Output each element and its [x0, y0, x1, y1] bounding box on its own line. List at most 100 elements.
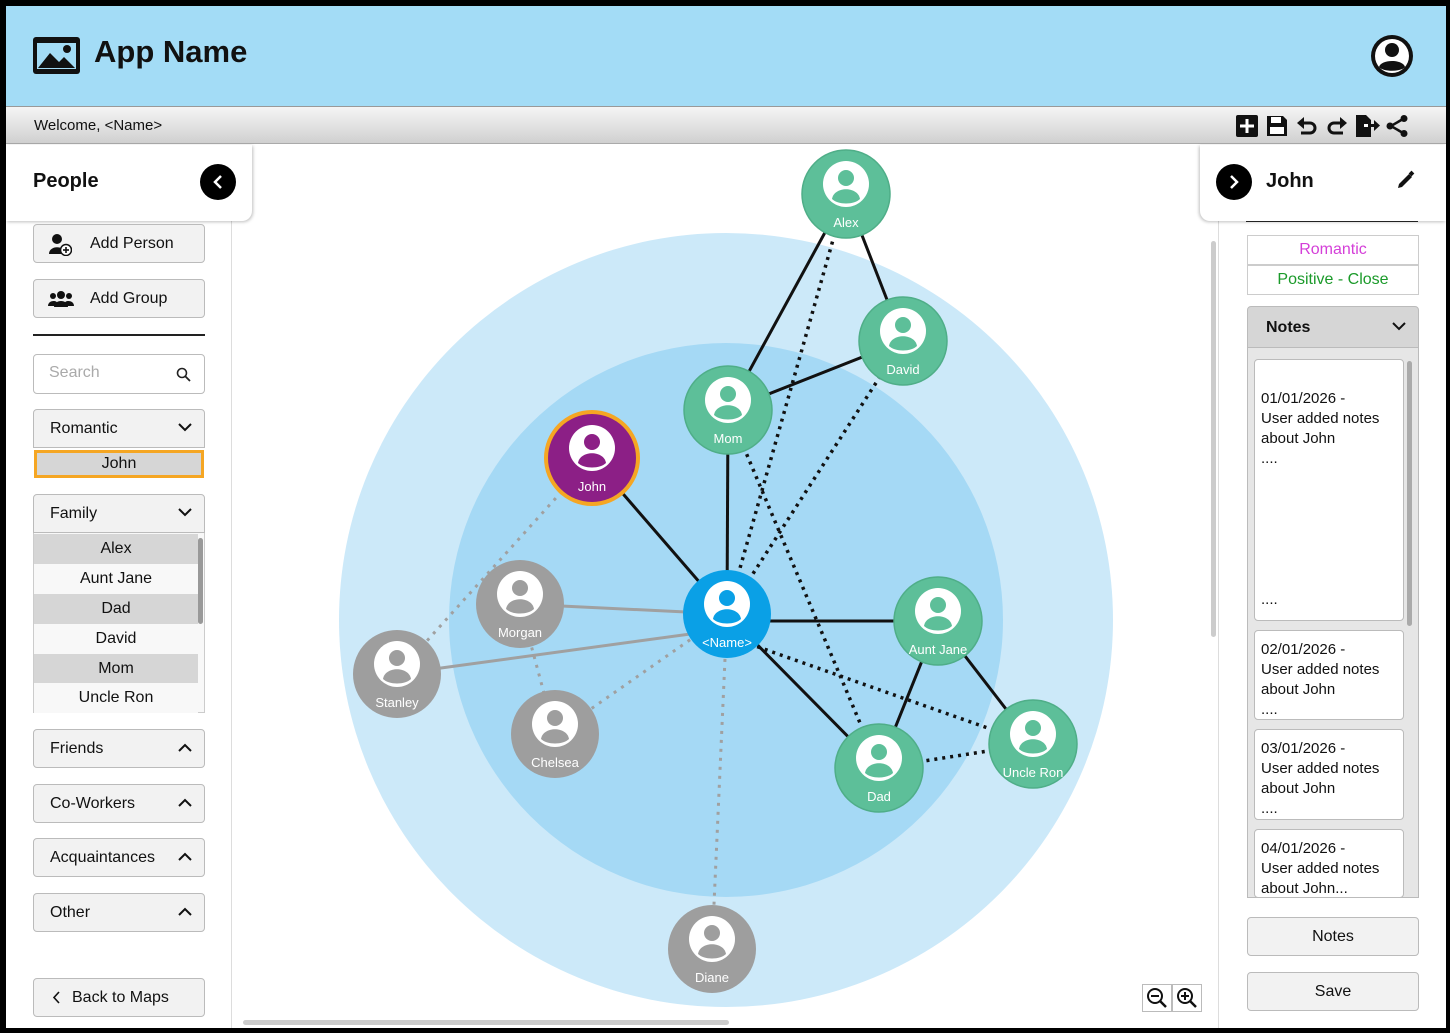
node-label: Chelsea — [531, 755, 579, 770]
share-icon[interactable] — [1384, 113, 1410, 139]
chevron-up-icon — [178, 798, 192, 807]
chevron-up-icon — [178, 743, 192, 752]
node-label: Uncle Ron — [1003, 765, 1064, 780]
welcome-text: Welcome, <Name> — [34, 117, 163, 134]
edge-center-alex[interactable] — [725, 193, 848, 615]
node-label: Stanley — [375, 695, 419, 710]
back-to-maps-button[interactable]: Back to Maps — [33, 978, 205, 1017]
user-profile-icon[interactable] — [1370, 34, 1414, 78]
node-alex[interactable]: Alex — [801, 149, 891, 239]
add-group-label: Add Group — [90, 289, 168, 307]
notes-button[interactable]: Notes — [1247, 917, 1419, 956]
zoom-out-icon — [1147, 988, 1167, 1008]
member-alex[interactable]: Alex — [34, 534, 198, 564]
save-button[interactable]: Save — [1247, 972, 1419, 1011]
chevron-left-icon — [52, 991, 60, 1004]
group-other[interactable]: Other — [33, 893, 205, 932]
node-chelsea[interactable]: Chelsea — [511, 690, 599, 778]
node-label: Diane — [695, 970, 729, 985]
note-item[interactable]: 02/01/2026 - User added notes about John… — [1254, 630, 1404, 720]
node-label: Aunt Jane — [909, 642, 968, 657]
node-label: <Name> — [702, 635, 752, 650]
node-uncle-ron[interactable]: Uncle Ron — [988, 699, 1078, 789]
person-avatar-icon — [374, 641, 420, 687]
add-icon[interactable] — [1234, 113, 1260, 139]
search-input[interactable] — [49, 364, 169, 382]
member-uncle-ron[interactable]: Uncle Ron — [34, 683, 198, 713]
redo-icon[interactable] — [1324, 113, 1350, 139]
relationship-type-tag[interactable]: Romantic — [1247, 235, 1419, 265]
group-family[interactable]: Family — [33, 494, 205, 533]
edge-center-david[interactable] — [725, 340, 905, 615]
node-stanley[interactable]: Stanley — [353, 630, 441, 718]
node-morgan[interactable]: Morgan — [476, 560, 564, 648]
collapse-right-button[interactable] — [1216, 164, 1252, 200]
add-group-button[interactable]: Add Group — [33, 279, 205, 318]
add-person-button[interactable]: Add Person — [33, 224, 205, 263]
node-center[interactable]: <Name> — [683, 570, 771, 658]
note-item[interactable]: 03/01/2026 - User added notes about John… — [1254, 729, 1404, 820]
notes-accordion-header[interactable]: Notes — [1247, 306, 1419, 348]
divider — [1246, 221, 1418, 222]
person-avatar-icon — [689, 916, 735, 962]
zoom-in-button[interactable] — [1172, 984, 1202, 1012]
member-john-selected[interactable]: John — [34, 450, 204, 478]
group-label: Romantic — [50, 420, 118, 437]
node-diane[interactable]: Diane — [668, 905, 756, 993]
undo-icon[interactable] — [1294, 113, 1320, 139]
node-david[interactable]: David — [858, 296, 948, 386]
note-item[interactable]: 04/01/2026 - User added notes about John… — [1254, 829, 1404, 898]
zoom-out-button[interactable] — [1142, 984, 1172, 1012]
add-person-label: Add Person — [90, 234, 174, 252]
edge-center-uncle-ron[interactable] — [726, 634, 1034, 746]
chevron-right-icon — [1230, 175, 1239, 189]
welcome-bar: Welcome, <Name> — [6, 106, 1446, 144]
member-david[interactable]: David — [34, 624, 198, 654]
node-john[interactable]: John — [544, 410, 640, 506]
canvas-vertical-scrollbar[interactable] — [1211, 241, 1216, 637]
toolbar — [1234, 113, 1410, 139]
node-mom[interactable]: Mom — [683, 365, 773, 455]
person-avatar-icon — [880, 308, 926, 354]
people-title: People — [33, 170, 99, 192]
node-label: John — [578, 479, 606, 494]
edge-mom-dad[interactable] — [726, 409, 881, 769]
person-name: John — [1266, 170, 1314, 192]
person-avatar-icon — [1010, 711, 1056, 757]
group-friends[interactable]: Friends — [33, 729, 205, 768]
edit-pencil-icon[interactable] — [1396, 170, 1416, 190]
relationship-sentiment-tag[interactable]: Positive - Close — [1247, 265, 1419, 295]
family-list-scrollbar[interactable] — [198, 538, 203, 624]
chevron-down-icon — [178, 423, 192, 432]
zoom-in-icon — [1177, 988, 1197, 1008]
chevron-down-icon — [178, 508, 192, 517]
group-acquaintances[interactable]: Acquaintances — [33, 838, 205, 877]
edge-center-stanley[interactable] — [396, 627, 728, 676]
note-item[interactable]: 01/01/2026 - User added notes about John… — [1254, 359, 1404, 621]
node-label: Alex — [833, 215, 859, 230]
export-icon[interactable] — [1354, 113, 1380, 139]
search-icon[interactable] — [176, 367, 191, 382]
group-romantic[interactable]: Romantic — [33, 409, 205, 448]
canvas-horizontal-scrollbar[interactable] — [243, 1020, 729, 1025]
node-aunt-jane[interactable]: Aunt Jane — [893, 576, 983, 666]
collapse-left-button[interactable] — [200, 164, 236, 200]
group-coworkers[interactable]: Co-Workers — [33, 784, 205, 823]
member-mom[interactable]: Mom — [34, 654, 198, 684]
node-dad[interactable]: Dad — [834, 723, 924, 813]
edge-center-diane[interactable] — [710, 613, 729, 950]
edge-john-stanley[interactable] — [395, 456, 594, 676]
divider — [33, 334, 205, 336]
person-avatar-icon — [856, 735, 902, 781]
people-sidebar: People Add Person Add Group Romantic — [6, 145, 252, 1028]
back-label: Back to Maps — [72, 989, 169, 1006]
member-aunt-jane[interactable]: Aunt Jane — [34, 564, 198, 594]
add-person-icon — [48, 232, 76, 256]
save-icon[interactable] — [1264, 113, 1290, 139]
notes-scrollbar[interactable] — [1407, 361, 1412, 626]
person-avatar-icon — [705, 377, 751, 423]
member-dad[interactable]: Dad — [34, 594, 198, 624]
